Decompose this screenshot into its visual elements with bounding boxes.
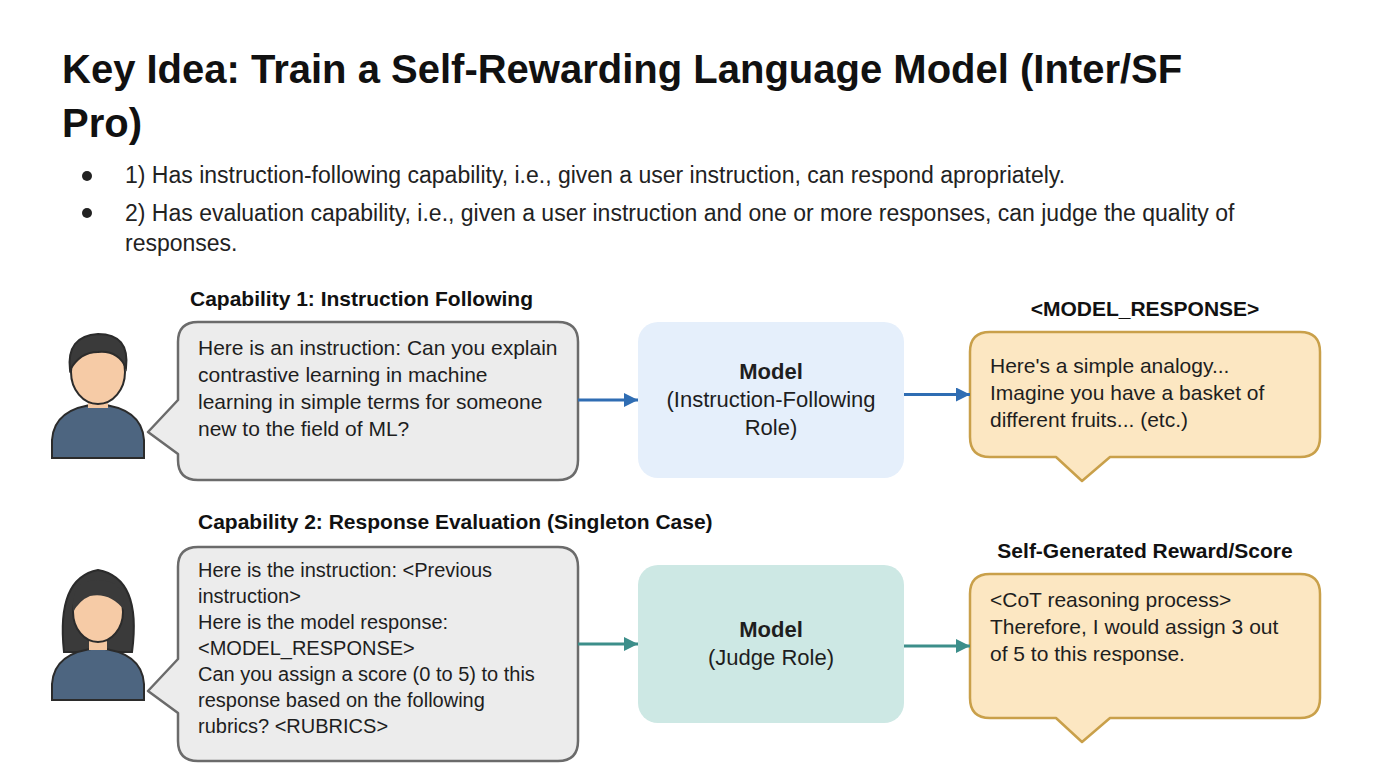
bubble-heading: Self-Generated Reward/Score (910, 538, 1376, 564)
score-bubble: Self-Generated Reward/Score<CoT reasonin… (970, 574, 1320, 718)
bullet-dot (82, 208, 92, 218)
user-icon (52, 334, 144, 458)
bubble-text: Here is an instruction: Can you explain … (198, 334, 558, 442)
response-bubble: <MODEL_RESPONSE>Here's a simple analogy.… (970, 332, 1320, 457)
bubble-text: Can you assign a score (0 to 5) to this … (198, 661, 558, 739)
bubble-text: Here is the instruction: <Previous instr… (198, 557, 558, 609)
bullet-text: 1) Has instruction-following capability,… (125, 160, 1360, 190)
role-label: (Judge Role) (708, 644, 834, 672)
bubble-text: Here is the model response: <MODEL_RESPO… (198, 609, 558, 661)
model-box: Model(Judge Role) (638, 565, 904, 723)
flow-arrow (578, 399, 638, 402)
flow-arrow (904, 393, 970, 396)
bubble-text: <CoT reasoning process> (990, 586, 1300, 613)
section-heading: Capability 2: Response Evaluation (Singl… (198, 509, 898, 535)
model-label: Model (739, 616, 803, 644)
model-box: Model(Instruction-Following Role) (638, 322, 904, 478)
section-heading: Capability 1: Instruction Following (190, 286, 790, 312)
user-body (52, 648, 144, 700)
bubble-text: Here's a simple analogy... Imagine you h… (990, 352, 1300, 433)
bullet-text: 2) Has evaluation capability, i.e., give… (125, 198, 1275, 258)
user-bangs (73, 580, 124, 612)
bullet-dot (82, 171, 92, 181)
flow-arrow (578, 643, 638, 646)
bubble-shape (148, 547, 578, 761)
flow-arrow (904, 645, 970, 648)
slide-title: Key Idea: Train a Self-Rewarding Languag… (62, 42, 1242, 150)
bubble-text: Therefore, I would assign 3 out of 5 to … (990, 613, 1300, 667)
user-icon (52, 570, 144, 700)
user-hair (63, 570, 134, 652)
model-label: Model (739, 358, 803, 386)
bubble-shape (970, 574, 1320, 742)
user-hair (70, 334, 127, 370)
role-label: (Instruction-Following Role) (652, 386, 890, 442)
instruction-bubble: Here is an instruction: Can you explain … (178, 322, 578, 480)
user-body (52, 404, 144, 458)
bubble-heading: <MODEL_RESPONSE> (910, 296, 1376, 322)
judge-prompt-bubble: Here is the instruction: <Previous instr… (178, 547, 578, 761)
bubble-shape (148, 322, 578, 480)
bubble-shape (970, 332, 1320, 481)
